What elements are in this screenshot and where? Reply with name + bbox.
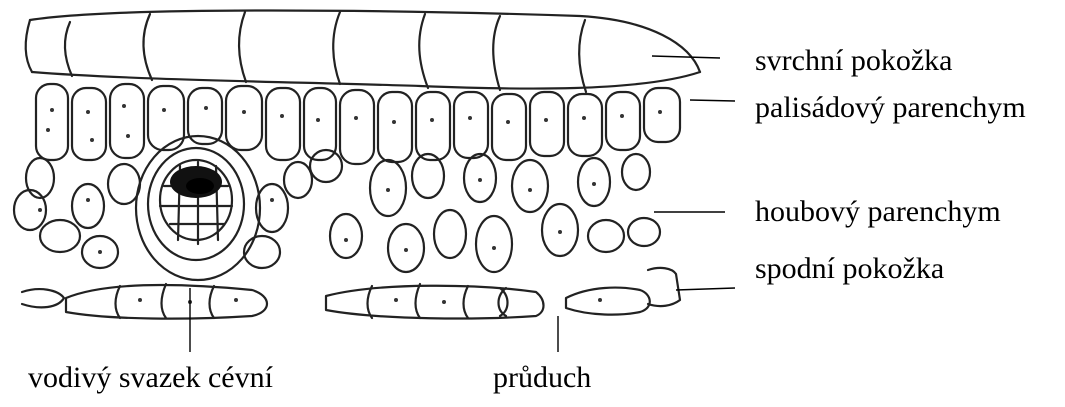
spongy-parenchyma — [14, 150, 660, 272]
label-pointer-lines — [190, 56, 735, 352]
label-palisade-parenchyma: palisádový parenchym — [755, 92, 1026, 124]
palisade-parenchyma — [36, 84, 680, 164]
vascular-bundle — [136, 136, 260, 280]
label-vascular-bundle: vodivý svazek cévní — [28, 362, 273, 394]
label-spongy-parenchyma: houbový parenchym — [755, 196, 1001, 228]
pointer-lower-epidermis — [676, 288, 735, 290]
pointer-upper-epidermis — [652, 56, 720, 58]
lower-epidermis — [22, 268, 680, 319]
pointer-palisade-parenchyma — [690, 100, 735, 101]
label-stoma: průduch — [493, 362, 591, 394]
label-lower-epidermis: spodní pokožka — [755, 253, 944, 285]
label-upper-epidermis: svrchní pokožka — [755, 45, 952, 77]
upper-epidermis — [26, 11, 700, 93]
